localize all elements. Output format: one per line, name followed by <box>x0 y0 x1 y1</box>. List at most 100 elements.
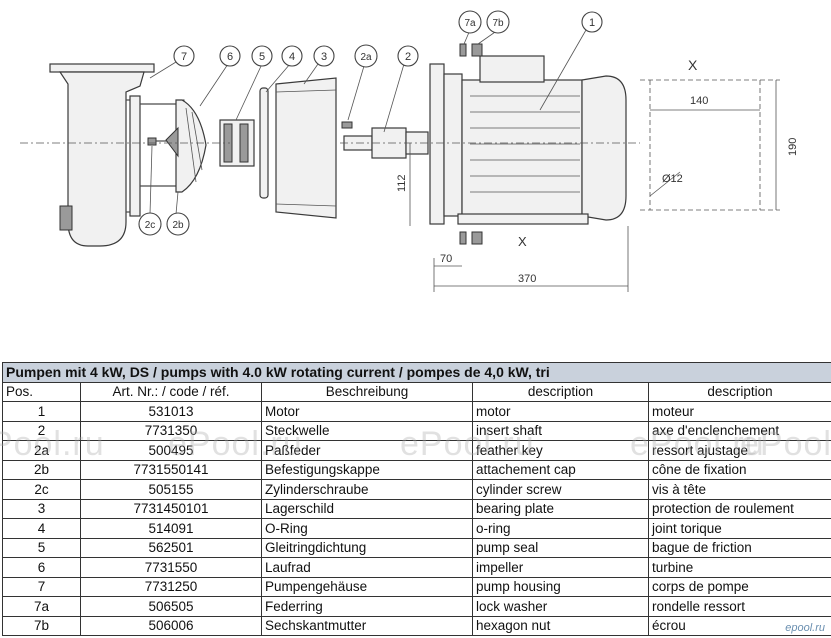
cell-beschreibung: Federring <box>261 596 473 617</box>
dim-370: 370 <box>518 273 536 285</box>
cell-description-en: impeller <box>472 557 649 578</box>
callout-7b: 7b <box>486 10 510 34</box>
dim-70: 70 <box>440 253 452 265</box>
dim-112: 112 <box>396 174 408 192</box>
svg-text:6: 6 <box>227 51 233 63</box>
cell-code: 506505 <box>80 596 262 617</box>
svg-text:7b: 7b <box>492 18 504 29</box>
cell-beschreibung: O-Ring <box>261 518 473 539</box>
o-ring-part <box>259 87 269 199</box>
cell-pos: 7 <box>2 576 81 597</box>
svg-text:2b: 2b <box>172 220 184 231</box>
watermark: ePool.ru <box>168 425 303 463</box>
cell-pos: 6 <box>2 557 81 578</box>
cell-description-fr: joint torique <box>647 518 831 539</box>
cell-pos: 5 <box>2 537 81 558</box>
parts-table-body: Pumpen mit 4 kW, DS / pumps with 4.0 kW … <box>1 362 831 636</box>
cell-description-fr: protection de roulement <box>647 498 831 519</box>
pump-seal-part <box>219 119 255 167</box>
svg-text:3: 3 <box>321 51 327 63</box>
header-description-fr: description <box>647 381 831 402</box>
callout-1: 1 <box>581 11 603 33</box>
header-description-en: description <box>472 381 649 402</box>
cell-pos: 2c <box>2 479 81 500</box>
cell-description-en: hexagon nut <box>472 615 649 636</box>
cell-pos: 4 <box>2 518 81 539</box>
cell-description-en: bearing plate <box>472 498 649 519</box>
cell-pos: 3 <box>2 498 81 519</box>
cell-description-fr: moteur <box>647 401 831 422</box>
svg-text:2: 2 <box>405 51 411 63</box>
cell-code: 531013 <box>80 401 262 422</box>
callout-4: 4 <box>281 45 303 67</box>
cell-code: 7731550 <box>80 557 262 578</box>
watermark: ePool.ru <box>400 425 535 463</box>
impeller-part <box>165 99 207 193</box>
svg-text:4: 4 <box>289 51 295 63</box>
cell-description-en: cylinder screw <box>472 479 649 500</box>
callout-6: 6 <box>219 45 241 67</box>
svg-text:7: 7 <box>181 51 187 63</box>
watermark: ePool.ru <box>630 425 765 463</box>
callout-2c: 2c <box>138 212 162 236</box>
svg-text:2c: 2c <box>145 220 156 231</box>
callout-7: 7 <box>173 45 195 67</box>
svg-text:1: 1 <box>589 17 595 29</box>
cell-description-fr: ressort ajustage <box>647 440 831 461</box>
cell-beschreibung: Gleitringdichtung <box>261 537 473 558</box>
cell-beschreibung: Sechskantmutter <box>261 615 473 636</box>
parts-table: Pumpen mit 4 kW, DS / pumps with 4.0 kW … <box>1 362 831 636</box>
header-code: Art. Nr.: / code / réf. <box>80 381 262 402</box>
cell-description-fr: turbine <box>647 557 831 578</box>
cell-pos: 7b <box>2 615 81 636</box>
cell-pos: 7a <box>2 596 81 617</box>
cell-description-en: pump seal <box>472 537 649 558</box>
dim-140: 140 <box>690 95 708 107</box>
brand-mark: epool.ru <box>785 622 825 634</box>
exploded-pump-drawing: 140 190 112 70 370 Ø12 X X 7 6 5 4 3 2a … <box>20 10 799 292</box>
header-beschreibung: Beschreibung <box>261 381 473 402</box>
table-title-row: Pumpen mit 4 kW, DS / pumps with 4.0 kW … <box>1 362 831 383</box>
cell-description-fr: écrou <box>647 615 831 636</box>
cell-beschreibung: Pumpengehäuse <box>261 576 473 597</box>
cell-description-en: o-ring <box>472 518 649 539</box>
cell-beschreibung: Laufrad <box>261 557 473 578</box>
callout-5: 5 <box>251 45 273 67</box>
cell-code: 505155 <box>80 479 262 500</box>
washer-nut-parts <box>459 43 483 245</box>
cell-beschreibung: Befestigungskappe <box>261 459 473 480</box>
cell-code: 562501 <box>80 537 262 558</box>
bearing-plate-part <box>275 77 337 219</box>
table-header-row: Pos. Art. Nr.: / code / réf. Beschreibun… <box>2 381 831 402</box>
cell-description-en: motor <box>472 401 649 422</box>
callout-2b: 2b <box>166 212 190 236</box>
svg-text:5: 5 <box>259 51 265 63</box>
motor-part <box>429 55 627 225</box>
cylinder-screw-part <box>147 137 168 146</box>
cell-code: 506006 <box>80 615 262 636</box>
callout-3: 3 <box>313 45 335 67</box>
cell-description-en: lock washer <box>472 596 649 617</box>
cell-description-fr: corps de pompe <box>647 576 831 597</box>
cell-description-en: attachement cap <box>472 459 649 480</box>
watermark: ePool.ru <box>0 425 105 463</box>
table-title: Pumpen mit 4 kW, DS / pumps with 4.0 kW … <box>1 362 831 383</box>
cell-code: 7731350 <box>80 420 262 441</box>
cell-pos: 2b <box>2 459 81 480</box>
header-pos: Pos. <box>2 381 81 402</box>
cell-code: 514091 <box>80 518 262 539</box>
section-x-bottom: X <box>518 234 527 249</box>
callout-2: 2 <box>397 45 419 67</box>
watermark: ePool.ru <box>740 425 831 463</box>
cell-description-en: feather key <box>472 440 649 461</box>
svg-text:7a: 7a <box>464 18 476 29</box>
